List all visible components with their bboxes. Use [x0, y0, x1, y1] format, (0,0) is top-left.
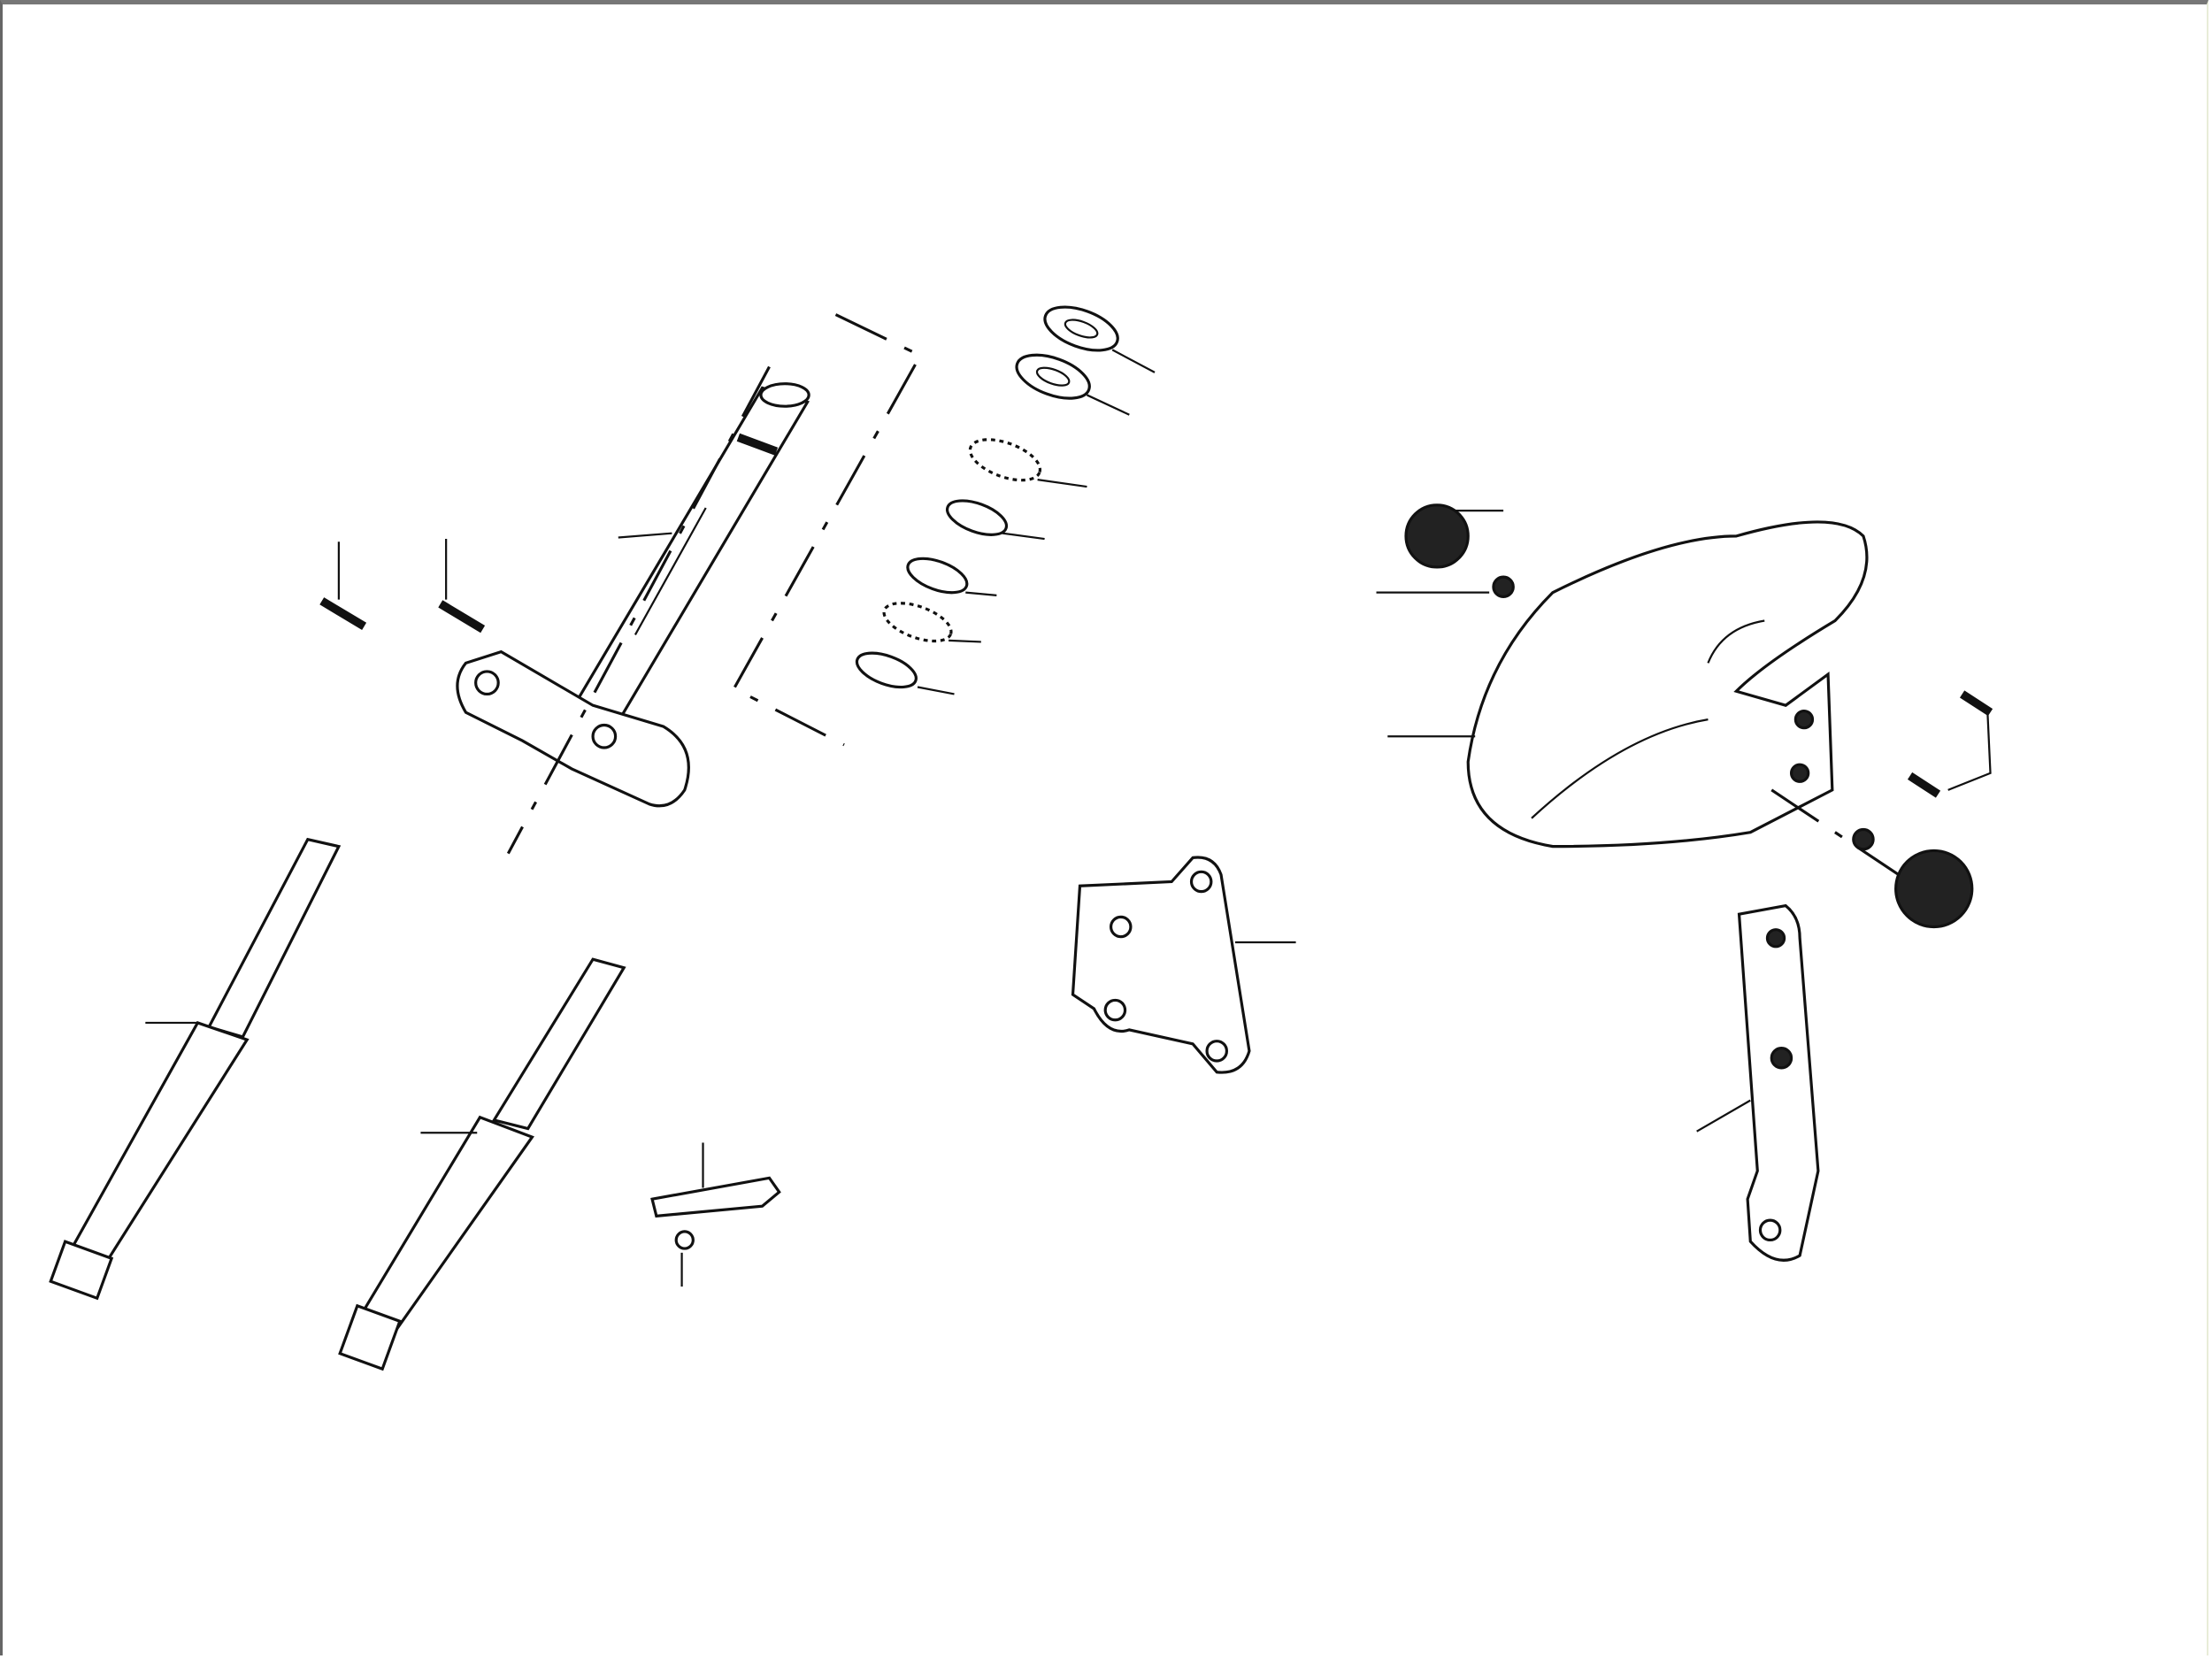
- brake-hose-clamp: [650, 1142, 781, 1218]
- bracket-outline: [732, 313, 923, 747]
- fork-leg-right: [338, 957, 626, 1371]
- reflector-rear: [1770, 788, 1974, 929]
- ball-bearing-top: [968, 438, 1087, 488]
- pinch-bolt-right: [438, 539, 486, 634]
- clamp-screw: [674, 1230, 695, 1287]
- front-fender: [1376, 520, 1869, 849]
- reflector: [1404, 503, 1515, 599]
- lower-race: [855, 651, 955, 695]
- steering-stem: [456, 365, 810, 855]
- upper-lock-nut: [1043, 305, 1156, 373]
- fork-leg-left: [49, 837, 342, 1301]
- ball-bearing-bottom: [882, 602, 981, 643]
- adjusting-nut: [1015, 353, 1130, 416]
- upper-bearing-race: [945, 499, 1045, 541]
- bearing-cone: [906, 557, 997, 596]
- fender-bolt: [1907, 690, 1993, 798]
- pinch-bolt-left: [319, 541, 367, 631]
- fender-stay: [1696, 903, 1820, 1262]
- front-fender-bracket: [1071, 856, 1296, 1074]
